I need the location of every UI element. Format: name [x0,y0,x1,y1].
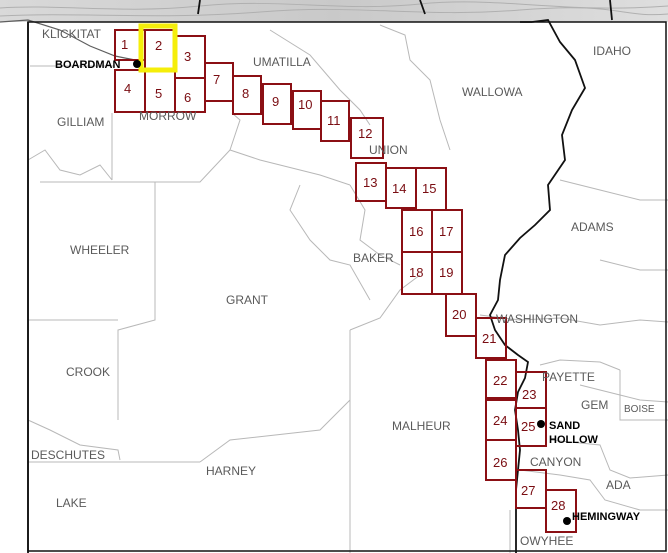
county-label-morrow: MORROW [139,109,197,123]
county-label-harney: HARNEY [206,464,256,478]
tile-label: 28 [551,498,565,513]
tile-label: 3 [184,49,191,64]
map-frame [27,21,667,552]
tile-label: 10 [298,97,312,112]
county-label-deschutes: DESCHUTES [31,448,105,462]
map-tile-12[interactable] [350,117,384,159]
tile-labels: 1 2 3 4 5 6 7 8 9 10 11 12 13 14 15 16 1… [121,37,565,513]
place-label-hollow: HOLLOW [549,434,598,446]
tile-label: 1 [121,37,128,52]
tile-label: 23 [522,387,536,402]
county-label-crook: CROOK [66,365,110,379]
tile-label: 2 [155,38,162,53]
hillshade-ridges [0,1,668,17]
place-markers: BOARDMAN SAND HOLLOW HEMINGWAY [55,59,641,525]
county-label-adams: ADAMS [571,220,614,234]
tile-label: 15 [422,181,436,196]
county-boundaries [27,22,668,553]
county-label-gilliam: GILLIAM [57,115,104,129]
county-label-washington: WASHINGTON [496,312,578,326]
tile-label: 4 [124,81,131,96]
columbia-river [0,19,136,61]
county-labels: KLICKITAT UMATILLA GILLIAM MORROW WALLOW… [31,27,655,548]
tile-label: 18 [409,265,423,280]
county-label-wallowa: WALLOWA [462,85,522,99]
tile-label: 8 [242,86,249,101]
map-tile-20[interactable] [445,293,477,337]
map-tile-11[interactable] [320,100,350,142]
county-label-klickitat: KLICKITAT [42,27,102,41]
county-label-grant: GRANT [226,293,269,307]
tile-label: 19 [439,265,453,280]
tile-label: 21 [482,331,496,346]
tile-label: 16 [409,224,423,239]
county-label-canyon: CANYON [530,455,581,469]
tile-label: 9 [272,94,279,109]
tile-label: 17 [439,224,453,239]
tile-label: 6 [184,90,191,105]
map-tile-21[interactable] [475,317,507,359]
tile-label: 25 [521,419,535,434]
sand-hollow-marker [537,420,545,428]
county-label-gem: GEM [581,398,608,412]
county-label-union: UNION [369,143,408,157]
county-label-boise: BOISE [624,404,655,415]
highlighted-tile [138,23,178,73]
tile-label: 5 [155,86,162,101]
tile-grid [114,23,577,533]
place-label-hemingway: HEMINGWAY [572,511,641,523]
tile-label: 7 [213,72,220,87]
map-tile-28[interactable] [545,489,577,533]
county-label-wheeler: WHEELER [70,243,130,257]
map-tile-25[interactable] [515,407,547,447]
county-label-ada: ADA [606,478,631,492]
county-label-lake: LAKE [56,496,87,510]
county-label-payette: PAYETTE [542,370,595,384]
county-label-umatilla: UMATILLA [253,55,311,69]
state-label-idaho: IDAHO [593,44,631,58]
tile-label: 20 [452,307,466,322]
place-label-boardman: BOARDMAN [55,59,120,71]
tile-label: 24 [493,413,507,428]
hillshade-strip [0,0,668,22]
tile-label: 13 [363,175,377,190]
map-tile-9[interactable] [262,83,292,125]
boardman-marker [133,60,141,68]
county-label-baker: BAKER [353,251,394,265]
map-tile-26[interactable] [485,439,517,481]
tile-label: 14 [392,181,406,196]
tile-label: 22 [493,373,507,388]
map-tile-8[interactable] [232,75,262,115]
tile-label: 11 [327,113,341,128]
county-label-malheur: MALHEUR [392,419,451,433]
place-label-sand: SAND [549,420,580,432]
tile-label: 26 [493,455,507,470]
tile-label: 27 [521,483,535,498]
hemingway-marker [563,517,571,525]
county-label-owyhee: OWYHEE [520,534,573,548]
tile-label: 12 [358,126,372,141]
